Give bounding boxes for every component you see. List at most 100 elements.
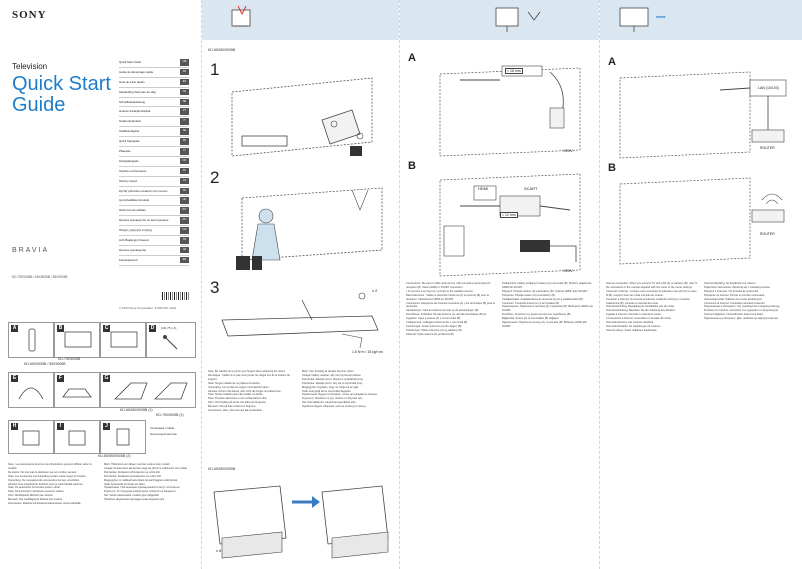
antenna-diagram (439, 65, 581, 157)
antenna-header-icon (495, 7, 541, 32)
remote-icon (28, 328, 36, 352)
barcode (162, 292, 190, 300)
section-a-label: A (608, 56, 616, 68)
section-a-label: A (408, 52, 416, 64)
step-1-illustration (231, 77, 373, 157)
cable-icon (18, 387, 44, 400)
tv-outline-icon (110, 331, 138, 348)
connections-text-col1: Connections: Be sure to cable antenna (A… (406, 282, 495, 336)
section-b-label: B (608, 162, 616, 174)
network-panel: www A LAN (10/100) ROUTER B ROUTER Inter… (600, 0, 802, 569)
step-3-number: 3 (210, 278, 220, 297)
part-e-box: E (8, 372, 54, 408)
screw-count: x 2 (372, 288, 378, 293)
network-text-col2: Internett-tilkobling: Se håndboken for r… (704, 282, 781, 321)
part-h-box: H (8, 420, 54, 454)
stand-base-icon (62, 388, 92, 398)
network-text-col1: Internet connection: When you connect TV… (606, 282, 698, 332)
scart-diagram (439, 173, 581, 277)
part-label-g: KD-65/55X9005B (1) (120, 408, 153, 412)
bracket-icon (68, 430, 86, 446)
bottom-model-label: KD-65/55X9005B (208, 467, 236, 471)
section-b-label: B (408, 160, 416, 172)
product-line: BRAVIA (12, 247, 50, 254)
part-g-box: G (100, 372, 196, 408)
part-d-box: D (KD-75 x 4) (146, 322, 196, 358)
torque-label: 1.5 N·m / 15 kgf·cm (352, 350, 383, 354)
step-3-illustration (221, 292, 379, 349)
tv-box-icon (231, 5, 251, 27)
www-label: www (656, 14, 666, 19)
hint-wall: Настенный монтаж (150, 432, 177, 436)
cable-length-label: < 16 mm (505, 68, 523, 74)
assembly-text-left: Note: Be careful not to pinch your finge… (208, 370, 290, 413)
model-label: KD-65/55X9005B (208, 48, 236, 52)
model-numbers: KD-75X9005B / 65X9005B / 55X9005B (12, 275, 68, 279)
assembly-panel: KD-65/55X9005B 1 2 3 x 2 1.5 N·m / 15 kg… (202, 0, 400, 569)
cover-panel: SONY Television Quick Start Guide BRAVIA… (0, 0, 202, 569)
bottom-screw-count: x 6 (216, 548, 222, 553)
document-icon (116, 428, 130, 446)
step-1-number: 1 (210, 60, 220, 79)
stand-icon (114, 382, 188, 400)
copyright: © 2014 Sony Corporation 4-530-637-13(1) (119, 306, 177, 310)
category-label: Television (12, 62, 48, 71)
part-c-box: C (100, 322, 146, 358)
sony-logo: SONY (12, 9, 47, 21)
part-label-h: KD-75X9005B (2) (156, 413, 184, 417)
hdmi-label: HDMI (478, 186, 489, 191)
connections-panel: A < 16 mm ~ 220V B HDMI SCART < 12 mm ~ … (400, 0, 600, 569)
lan-label: LAN (10/100) (758, 86, 779, 90)
notes-right: Merk: Tilbehøret som følger med kan vari… (104, 463, 188, 502)
page-title: Quick Start Guide (12, 73, 111, 116)
screw-icon (163, 335, 178, 350)
router-label-a: ROUTER (760, 146, 775, 150)
part-label-i: KD-65/55X9005B (2) (98, 454, 131, 458)
hint-stand: Установка стойки (150, 426, 175, 430)
notes-left: Note : Les accessoires fournis et les il… (8, 463, 92, 506)
bracket-icon (22, 430, 40, 446)
network-header-icon (619, 7, 649, 32)
part-i-box: I (54, 420, 100, 454)
bottom-illustration (213, 485, 389, 559)
part-b-box: B (54, 322, 100, 358)
step-2-number: 2 (210, 168, 220, 187)
cable-length-label-2: < 12 mm (500, 212, 518, 218)
tv-outline-icon (64, 331, 92, 348)
part-f-box: F (54, 372, 100, 408)
assembly-text-right: Merk: Vær forsiktig så du ikke kommer i … (302, 370, 378, 409)
part-a-box: A (8, 322, 54, 358)
lan-diagram (619, 71, 787, 159)
router-label-b: ROUTER (760, 232, 775, 236)
voltage-label-a: ~ 220V (560, 148, 573, 153)
scart-label: SCART (524, 186, 538, 191)
part-j-box: J (100, 420, 146, 454)
step-2-illustration (236, 187, 383, 270)
connections-text-col2: Podłączanie: Należy podłączyć antenę (A)… (502, 282, 593, 328)
wireless-diagram (619, 177, 785, 265)
voltage-label-b: ~ 220V (560, 268, 573, 273)
part-label-c: KD-65X9005B / 55X9005B (24, 362, 66, 366)
